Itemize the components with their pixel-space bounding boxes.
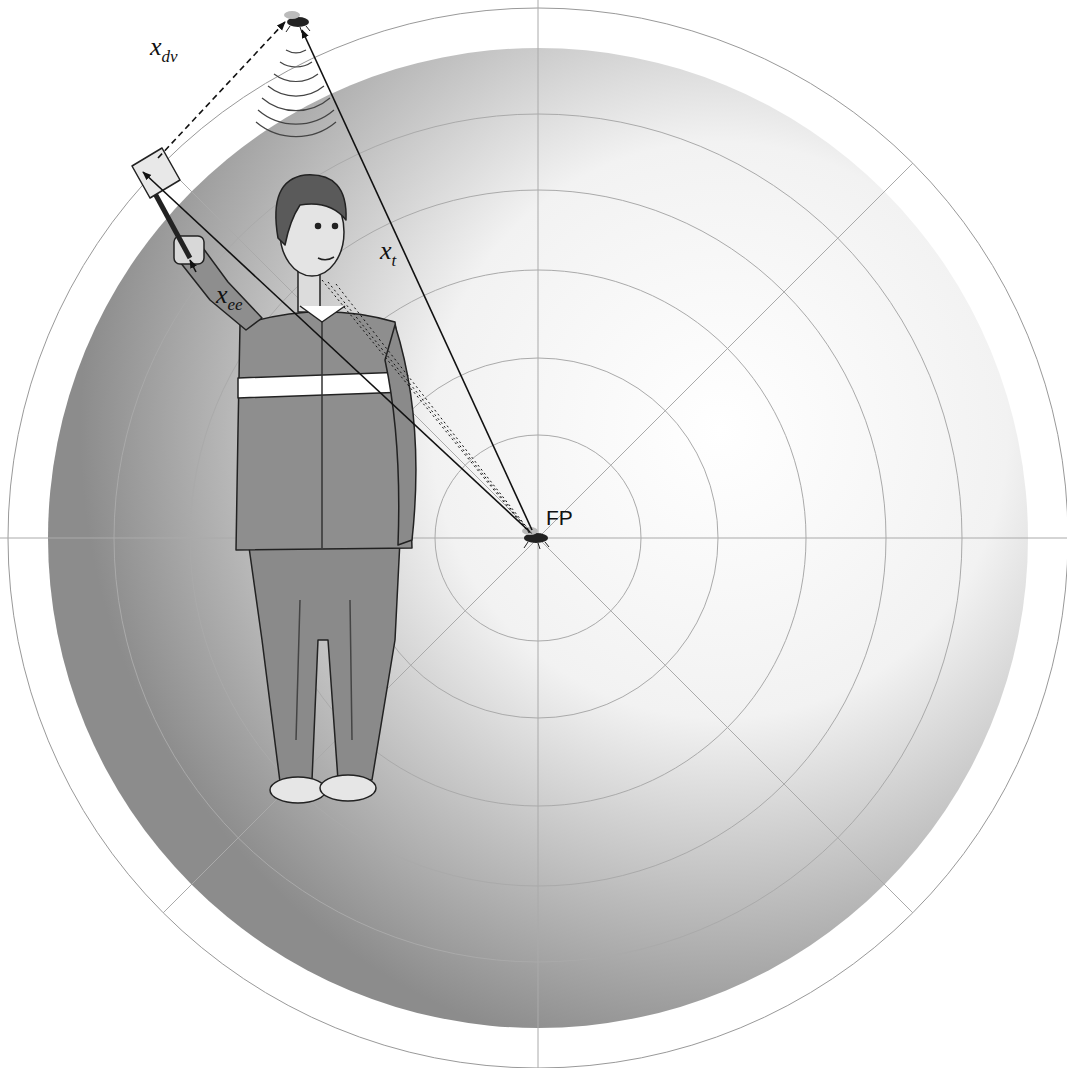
grid-spoke bbox=[163, 163, 913, 913]
jacket-zip bbox=[321, 312, 323, 548]
lowered-arm bbox=[385, 325, 416, 545]
shoe bbox=[270, 777, 326, 803]
target-fly bbox=[284, 11, 310, 33]
sound-arc bbox=[268, 86, 324, 96]
end-effector-vector bbox=[143, 172, 530, 532]
sound-arc bbox=[280, 62, 312, 67]
fly-legs bbox=[286, 26, 310, 33]
buzz-waves bbox=[256, 50, 336, 137]
fixation-fly bbox=[522, 527, 549, 549]
fly-legs bbox=[524, 542, 549, 549]
sound-arc bbox=[258, 110, 334, 124]
gaze-line bbox=[328, 282, 531, 534]
fly-wing bbox=[284, 11, 300, 19]
sound-arc bbox=[262, 98, 330, 111]
collar bbox=[300, 306, 345, 322]
trousers bbox=[248, 540, 400, 782]
eye bbox=[316, 224, 321, 229]
sound-arc bbox=[286, 50, 306, 53]
swatter-paddle bbox=[132, 148, 180, 198]
person bbox=[132, 148, 416, 803]
gaze-line bbox=[322, 280, 530, 534]
vectors bbox=[143, 22, 532, 534]
eye bbox=[333, 224, 338, 229]
hair bbox=[276, 175, 346, 245]
point-label: FP bbox=[546, 507, 573, 528]
trouser-seam bbox=[296, 600, 352, 740]
target-vector bbox=[302, 30, 532, 530]
shoe bbox=[320, 775, 376, 801]
sound-arc bbox=[256, 122, 336, 137]
vector-symbol: xt bbox=[380, 238, 396, 269]
vector-symbol: xee bbox=[216, 282, 243, 313]
difference-vector bbox=[158, 22, 285, 158]
vector-symbol: xdv bbox=[150, 34, 178, 65]
hand-arrow bbox=[190, 260, 196, 272]
grid-spoke bbox=[163, 163, 913, 913]
sound-arc bbox=[274, 74, 318, 82]
mouth bbox=[318, 257, 334, 260]
gaze-line bbox=[336, 284, 532, 534]
